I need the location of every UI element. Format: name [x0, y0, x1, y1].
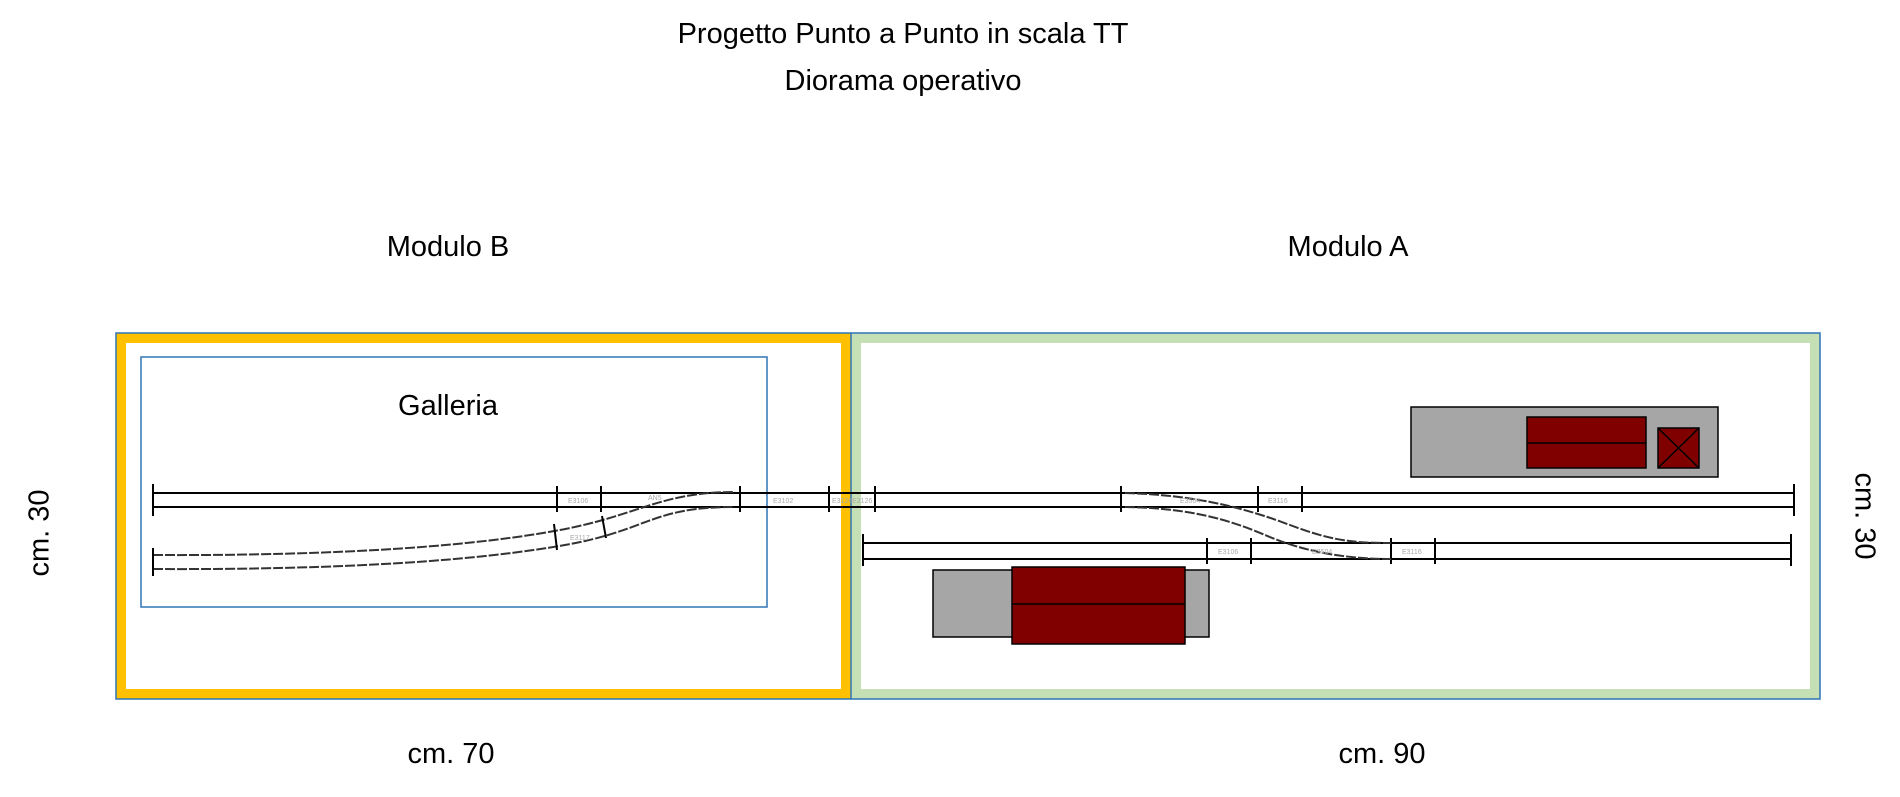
title-line-2: Diorama operativo: [784, 65, 1022, 97]
track-segment: [152, 491, 736, 557]
module-a-width: cm. 90: [1338, 738, 1426, 770]
track-segment: [152, 506, 736, 571]
track-label: E3504: [1312, 549, 1332, 556]
branch-track: [152, 491, 736, 571]
module-b-label: Modulo B: [386, 231, 510, 263]
track-label: E3504: [1180, 498, 1200, 505]
track-label: E3116: [1268, 498, 1288, 505]
track-segment: [1011, 566, 1186, 645]
crossover-track: [1124, 492, 1392, 560]
track-segment: [1657, 427, 1700, 469]
track-segment: [1124, 506, 1392, 560]
track-labels: E3106 AN5 E3117 E3102 E3126 E3126 E3504 …: [568, 495, 1422, 556]
depth-left-label: cm. 30: [23, 489, 56, 577]
module-a-frame: [851, 333, 1820, 699]
module-b-width: cm. 70: [407, 738, 495, 770]
module-a-label: Modulo A: [1287, 231, 1409, 263]
outer-frame: [115, 332, 1821, 700]
track-label: E3106: [568, 498, 588, 505]
track-label: E3116: [1402, 549, 1422, 556]
tunnel-outline: [140, 356, 768, 608]
track-label: E3126: [852, 498, 872, 505]
building-left: [932, 566, 1210, 645]
branch-joints: [152, 515, 607, 576]
title-line-1: Progetto Punto a Punto in scala TT: [677, 18, 1129, 50]
track-label: AN5: [648, 495, 662, 502]
track-segment: [1124, 492, 1392, 544]
track-label: E3106: [1218, 549, 1238, 556]
track-label: E3117: [570, 535, 590, 542]
track-segment: [553, 523, 558, 551]
track-label: E3126: [832, 498, 852, 505]
module-b-frame: [116, 333, 851, 699]
main-track: [152, 484, 1795, 516]
building-right: [1410, 406, 1719, 478]
track-segment: [601, 515, 607, 539]
track-label: E3102: [773, 498, 793, 505]
tunnel-label: Galleria: [398, 390, 498, 422]
depth-right-label: cm. 30: [1848, 472, 1881, 560]
